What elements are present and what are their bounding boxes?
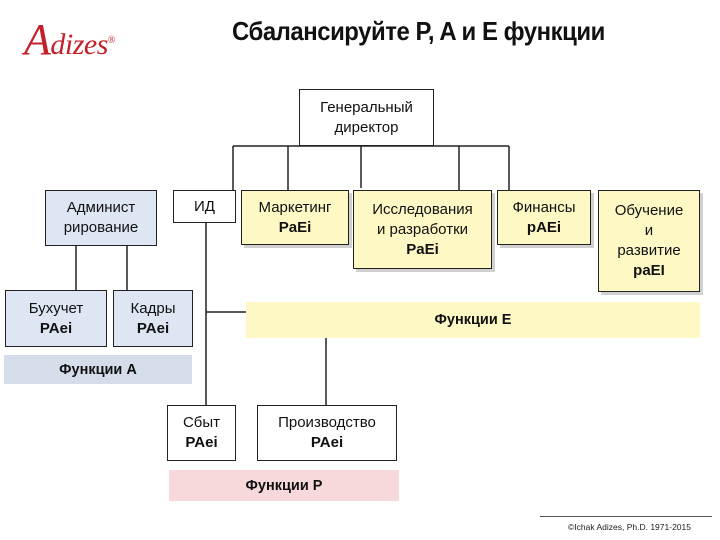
hr-box: Кадры PAei [113, 290, 193, 347]
finance-code: pAEi [526, 218, 562, 236]
research-code: PaEi [406, 240, 439, 258]
accounting-code: PAei [39, 319, 73, 337]
finance-box: Финансы pAEi [497, 190, 591, 245]
hr-code: PAei [136, 319, 170, 337]
research-label-line2: и разработки [376, 220, 469, 238]
administration-label-line1: Админист [66, 199, 136, 216]
page-title: Сбалансируйте P, A и E функции [232, 16, 605, 46]
marketing-code: PaEi [278, 218, 312, 236]
administration-label-line2: рирование [63, 219, 139, 236]
functions-e-band: Функции E [246, 302, 700, 338]
functions-e-label: Функции E [434, 312, 512, 328]
sales-label: Сбыт [182, 414, 221, 431]
functions-a-band: Функции А [4, 355, 192, 384]
ceo-box: Генеральный директор [299, 89, 434, 146]
training-code: paEI [633, 262, 665, 279]
functions-p-band: Функции P [169, 470, 399, 501]
sales-code: PAei [185, 434, 218, 451]
functions-p-label: Функции P [245, 477, 323, 494]
marketing-label: Маркетинг [258, 198, 332, 216]
ceo-label-line2: директор [334, 118, 399, 136]
marketing-box: Маркетинг PaEi [241, 190, 349, 245]
logo-rest: dizes [50, 28, 108, 61]
adizes-logo: Adizes® [24, 14, 116, 65]
hr-label: Кадры [130, 299, 176, 317]
production-box: Производство PAei [257, 405, 397, 461]
footer-divider [540, 516, 712, 517]
ceo-label-line1: Генеральный [320, 98, 413, 116]
production-code: PAei [310, 434, 344, 451]
production-label: Производство [278, 414, 376, 431]
id-box: ИД [173, 190, 236, 223]
logo-registered-mark: ® [107, 35, 116, 46]
training-box: Обучение и развитие paEI [598, 190, 700, 292]
copyright-footer: ©Ichak Adizes, Ph.D. 1971-2015 [568, 522, 691, 532]
logo-initial: A [24, 15, 51, 64]
accounting-label: Бухучет [28, 299, 84, 317]
administration-box: Админист рирование [45, 190, 157, 246]
research-label-line1: Исследования [372, 200, 473, 218]
id-label: ИД [194, 197, 215, 215]
accounting-box: Бухучет PAei [5, 290, 107, 347]
finance-label: Финансы [512, 198, 576, 216]
functions-a-label: Функции А [59, 361, 137, 378]
training-label-line1: Обучение [614, 202, 684, 219]
training-label-line2: и [644, 222, 654, 239]
sales-box: Сбыт PAei [167, 405, 236, 461]
training-label-line3: развитие [617, 242, 681, 259]
research-box: Исследования и разработки PaEi [353, 190, 492, 269]
